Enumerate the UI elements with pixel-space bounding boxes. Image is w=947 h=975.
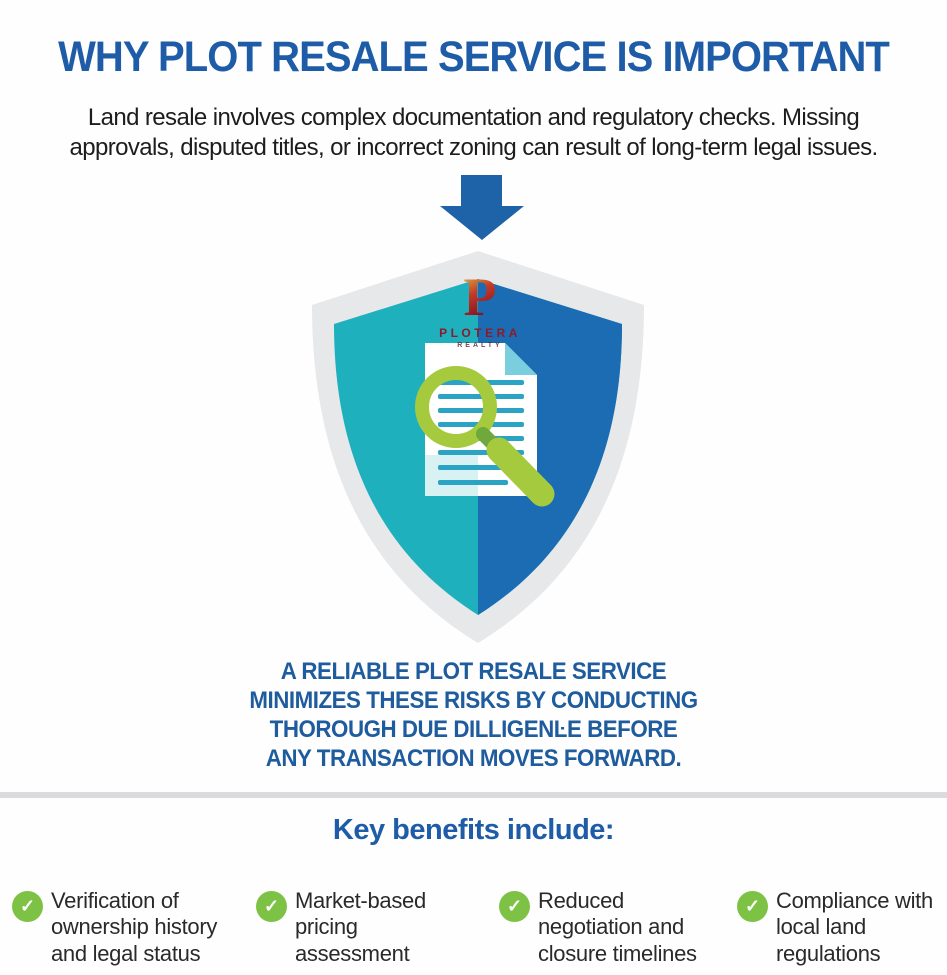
benefit-text: Verification of ownership history and le… bbox=[51, 888, 218, 966]
down-arrow-icon bbox=[438, 175, 526, 241]
benefit-item-compliance: ✓ Compliance with local land regulations bbox=[737, 888, 942, 967]
benefit-text: Market-based pricing assessment bbox=[295, 888, 426, 966]
logo-name: PLOTERA bbox=[439, 326, 521, 340]
benefit-item-negotiation: ✓ Reduced negotiation and closure timeli… bbox=[499, 888, 714, 967]
section-divider bbox=[0, 792, 947, 798]
benefit-item-verification: ✓ Verification of ownership history and … bbox=[12, 888, 244, 967]
intro-text: Land resale involves complex documentati… bbox=[69, 104, 878, 161]
statement-text: A RELIABLE PLOT RESALE SERVICE MINIMIZES… bbox=[249, 658, 698, 773]
benefit-text: Reduced negotiation and closure timeline… bbox=[538, 888, 697, 966]
check-icon: ✓ bbox=[499, 891, 530, 922]
benefit-item-pricing: ✓ Market-based pricing assessment bbox=[256, 888, 461, 967]
benefits-heading: Key benefits include: bbox=[332, 814, 615, 846]
page-title: WHY PLOT RESALE SERVICE IS IMPORTANT bbox=[58, 33, 890, 81]
check-icon: ✓ bbox=[737, 891, 768, 922]
plotera-logo: P PLOTERA REALTY bbox=[425, 270, 535, 349]
shield-icon bbox=[300, 243, 652, 648]
logo-tagline: REALTY bbox=[457, 342, 503, 349]
logo-p-icon: P bbox=[463, 267, 497, 327]
check-icon: ✓ bbox=[256, 891, 287, 922]
benefit-text: Compliance with local land regulations bbox=[776, 888, 933, 966]
check-icon: ✓ bbox=[12, 891, 43, 922]
magnifier-icon bbox=[415, 366, 555, 507]
